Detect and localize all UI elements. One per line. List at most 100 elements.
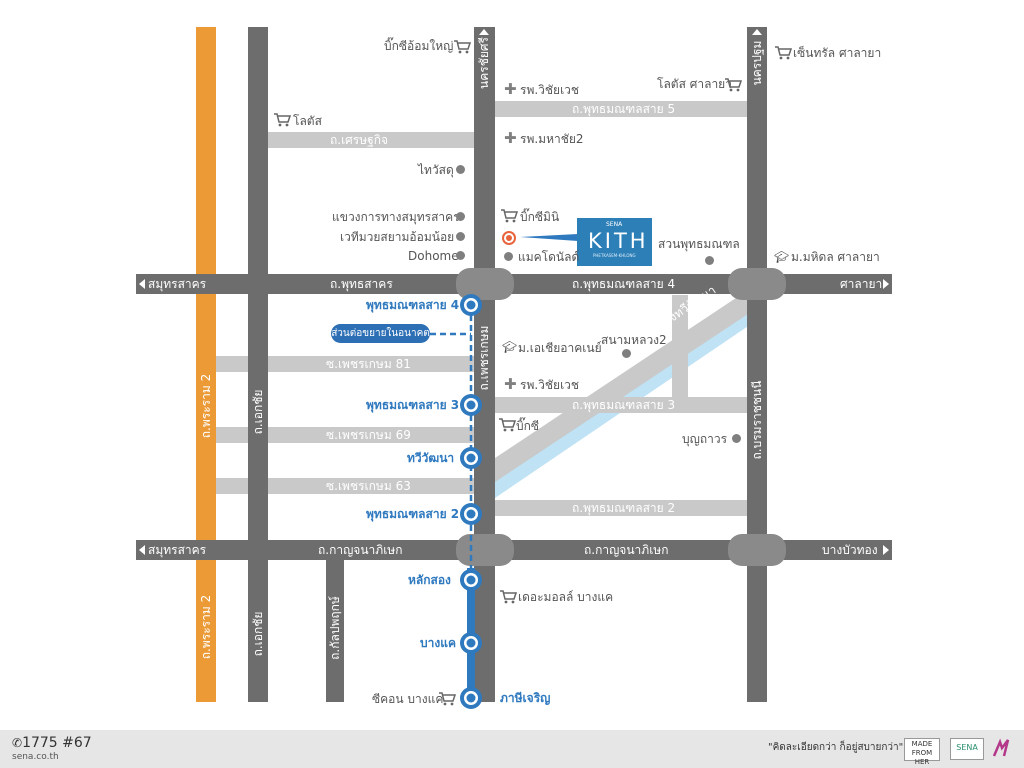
poi-dot-icon [622,349,631,358]
road-boromratchachonnani [747,27,767,702]
project-name: KITH [588,229,649,253]
sena-logo: SENA [950,738,984,760]
label-rama2-bottom: ถ.พระราม 2 [199,594,213,660]
station-label: พุทธมณฑลสาย 4 [366,298,460,312]
road-soi69 [216,427,474,443]
poi-dot-icon [456,212,465,221]
arrow-left-bottom [139,545,145,555]
landmark-bigc: บิ๊กซี [516,419,540,433]
poi-dot-icon [456,165,465,174]
partner-logo-icon [992,738,1010,757]
label-samutsakhon-top: สมุทรสาคร [148,277,207,291]
label-samutsakhon-bottom: สมุทรสาคร [148,543,207,557]
label-nakhonpathom: นครปฐม [750,40,764,86]
poi-dot-icon [705,256,714,265]
label-setthakit: ถ.เศรษฐกิจ [330,133,389,147]
road-phutthamonthon2 [495,500,750,516]
landmark-rp-wichaiwet-2: รพ.วิชัยเวช [520,378,580,392]
label-phutthamonthon4: ถ.พุทธมณฑลสาย 4 [572,277,676,291]
road-soi81 [216,356,474,372]
university-icon: 🎓︎ [774,250,790,264]
station-label: หลักสอง [408,573,451,587]
road-phutthamonthon5 [495,101,750,117]
cart-icon [438,692,456,706]
road-phetkasem [474,27,495,702]
cart-icon [453,40,471,54]
landmark-boxing: เวทีมวยสยามอ้อมน้อย [340,230,455,244]
label-kalapaphruek: ถ.กัลปพฤกษ์ [328,596,342,660]
station-label: ภาษีเจริญ [500,691,551,705]
cart-icon [499,590,517,604]
landmark-seacon-bangkhae: ซีคอน บางแค [372,692,444,706]
landmark-buddha-park: สวนพุทธมณฑล [658,237,740,251]
interchange-3 [456,534,514,566]
station-label: บางแค [420,636,456,650]
road-kalapaphruek [326,560,344,702]
road-soi63 [216,478,474,494]
project-pointer [520,234,578,241]
landmark-mahidol: ม.มหิดล ศาลายา [791,250,880,264]
poi-dot-icon [504,252,513,261]
label-boromratchachonnani: ถ.บรมราชชนนี [750,380,764,460]
landmark-central-salaya: เซ็นทรัล ศาลายา [793,46,882,60]
arrow-right-bottom [883,545,889,555]
arrow-right-top [883,279,889,289]
hotline[interactable]: ✆1775 #67 [12,735,92,751]
project-brand: SENA [606,221,623,228]
landmark-bigc-mini: บิ๊กซีมินิ [520,210,560,224]
cart-icon [498,418,516,432]
poi-dot-icon [732,434,741,443]
label-phutthamonthon5: ถ.พุทธมณฑลสาย 5 [572,102,676,116]
landmark-dohome: Dohome [408,249,459,263]
arrow-left-top [139,279,145,289]
hospital-icon: ✚ [504,375,517,393]
label-soi63: ซ.เพชรเกษม 63 [326,479,411,493]
landmark-mall-bangkhae: เดอะมอลล์ บางแค [518,590,614,604]
landmark-lotus: โลตัส [293,114,322,128]
slogan: "คิดละเอียดกว่า ก็อยู่สบายกว่า" [768,742,904,753]
landmark-lotus-salaya: โลตัส ศาลายา [657,77,732,91]
label-kanchana-right: ถ.กาญจนาภิเษก [584,543,669,557]
road-canal [495,292,760,482]
landmark-sanamluang2: สนามหลวง2 [601,333,667,347]
label-phutthasakhon: ถ.พุทธสาคร [330,277,393,291]
label-soi69: ซ.เพชรเกษม 69 [326,428,411,442]
phone-icon: ✆ [12,736,23,750]
landmark-mcdonalds: แมคโดนัลด์ [518,250,580,264]
interchange-2 [728,268,786,300]
label-phutthamonthon2: ถ.พุทธมณฑลสาย 2 [572,501,676,515]
landmark-highway-dept: แขวงการทางสมุทรสาคร [332,210,460,224]
landmark-rp-wichaiwet: รพ.วิชัยเวช [520,83,580,97]
footer-bar: ✆1775 #67 sena.co.th "คิดละเอียดกว่า ก็อ… [0,730,1024,768]
interchange-1 [456,268,514,300]
made-from-her-logo: MADE FROM HER [904,738,940,766]
label-phutthamonthon3: ถ.พุทธมณฑลสาย 3 [572,398,676,412]
label-nakhonchaisi: นครชัยศรี [477,37,491,89]
cart-icon [273,113,291,127]
landmark-bigc-omyai: บิ๊กซีอ้อมใหญ่ [384,39,454,53]
hospital-icon: ✚ [504,129,517,147]
extension-note: ส่วนต่อขยายในอนาคต [331,324,430,343]
landmark-thaiwatsadu: ไทวัสดุ [418,163,454,177]
poi-dot-icon [456,251,465,260]
arrow-up-borom [752,29,762,35]
label-salaya: ศาลายา [840,277,883,291]
interchange-4 [728,534,786,566]
road-setthakit [268,132,474,148]
cart-icon [724,78,742,92]
arrow-up-phetkasem [479,29,489,35]
hospital-icon: ✚ [504,80,517,98]
project-subtitle: PHETKASEM-KHLONG [593,253,636,258]
label-rama2-top: ถ.พระราม 2 [199,373,213,439]
landmark-bunthavorn: บุญถาวร [682,432,728,446]
website[interactable]: sena.co.th [12,752,59,762]
cart-icon [774,46,792,60]
poi-dot-icon [456,232,465,241]
label-soi81: ซ.เพชรเกษม 81 [326,357,411,371]
landmark-rp-mahachai: รพ.มหาชัย2 [520,132,584,146]
label-bangbuathong: บางบัวทอง [822,543,878,557]
cart-icon [500,209,518,223]
station-label: พุทธมณฑลสาย 3 [366,398,460,412]
label-ekkachai-bottom: ถ.เอกชัย [251,611,265,657]
label-kanchana-left: ถ.กาญจนาภิเษก [318,543,403,557]
